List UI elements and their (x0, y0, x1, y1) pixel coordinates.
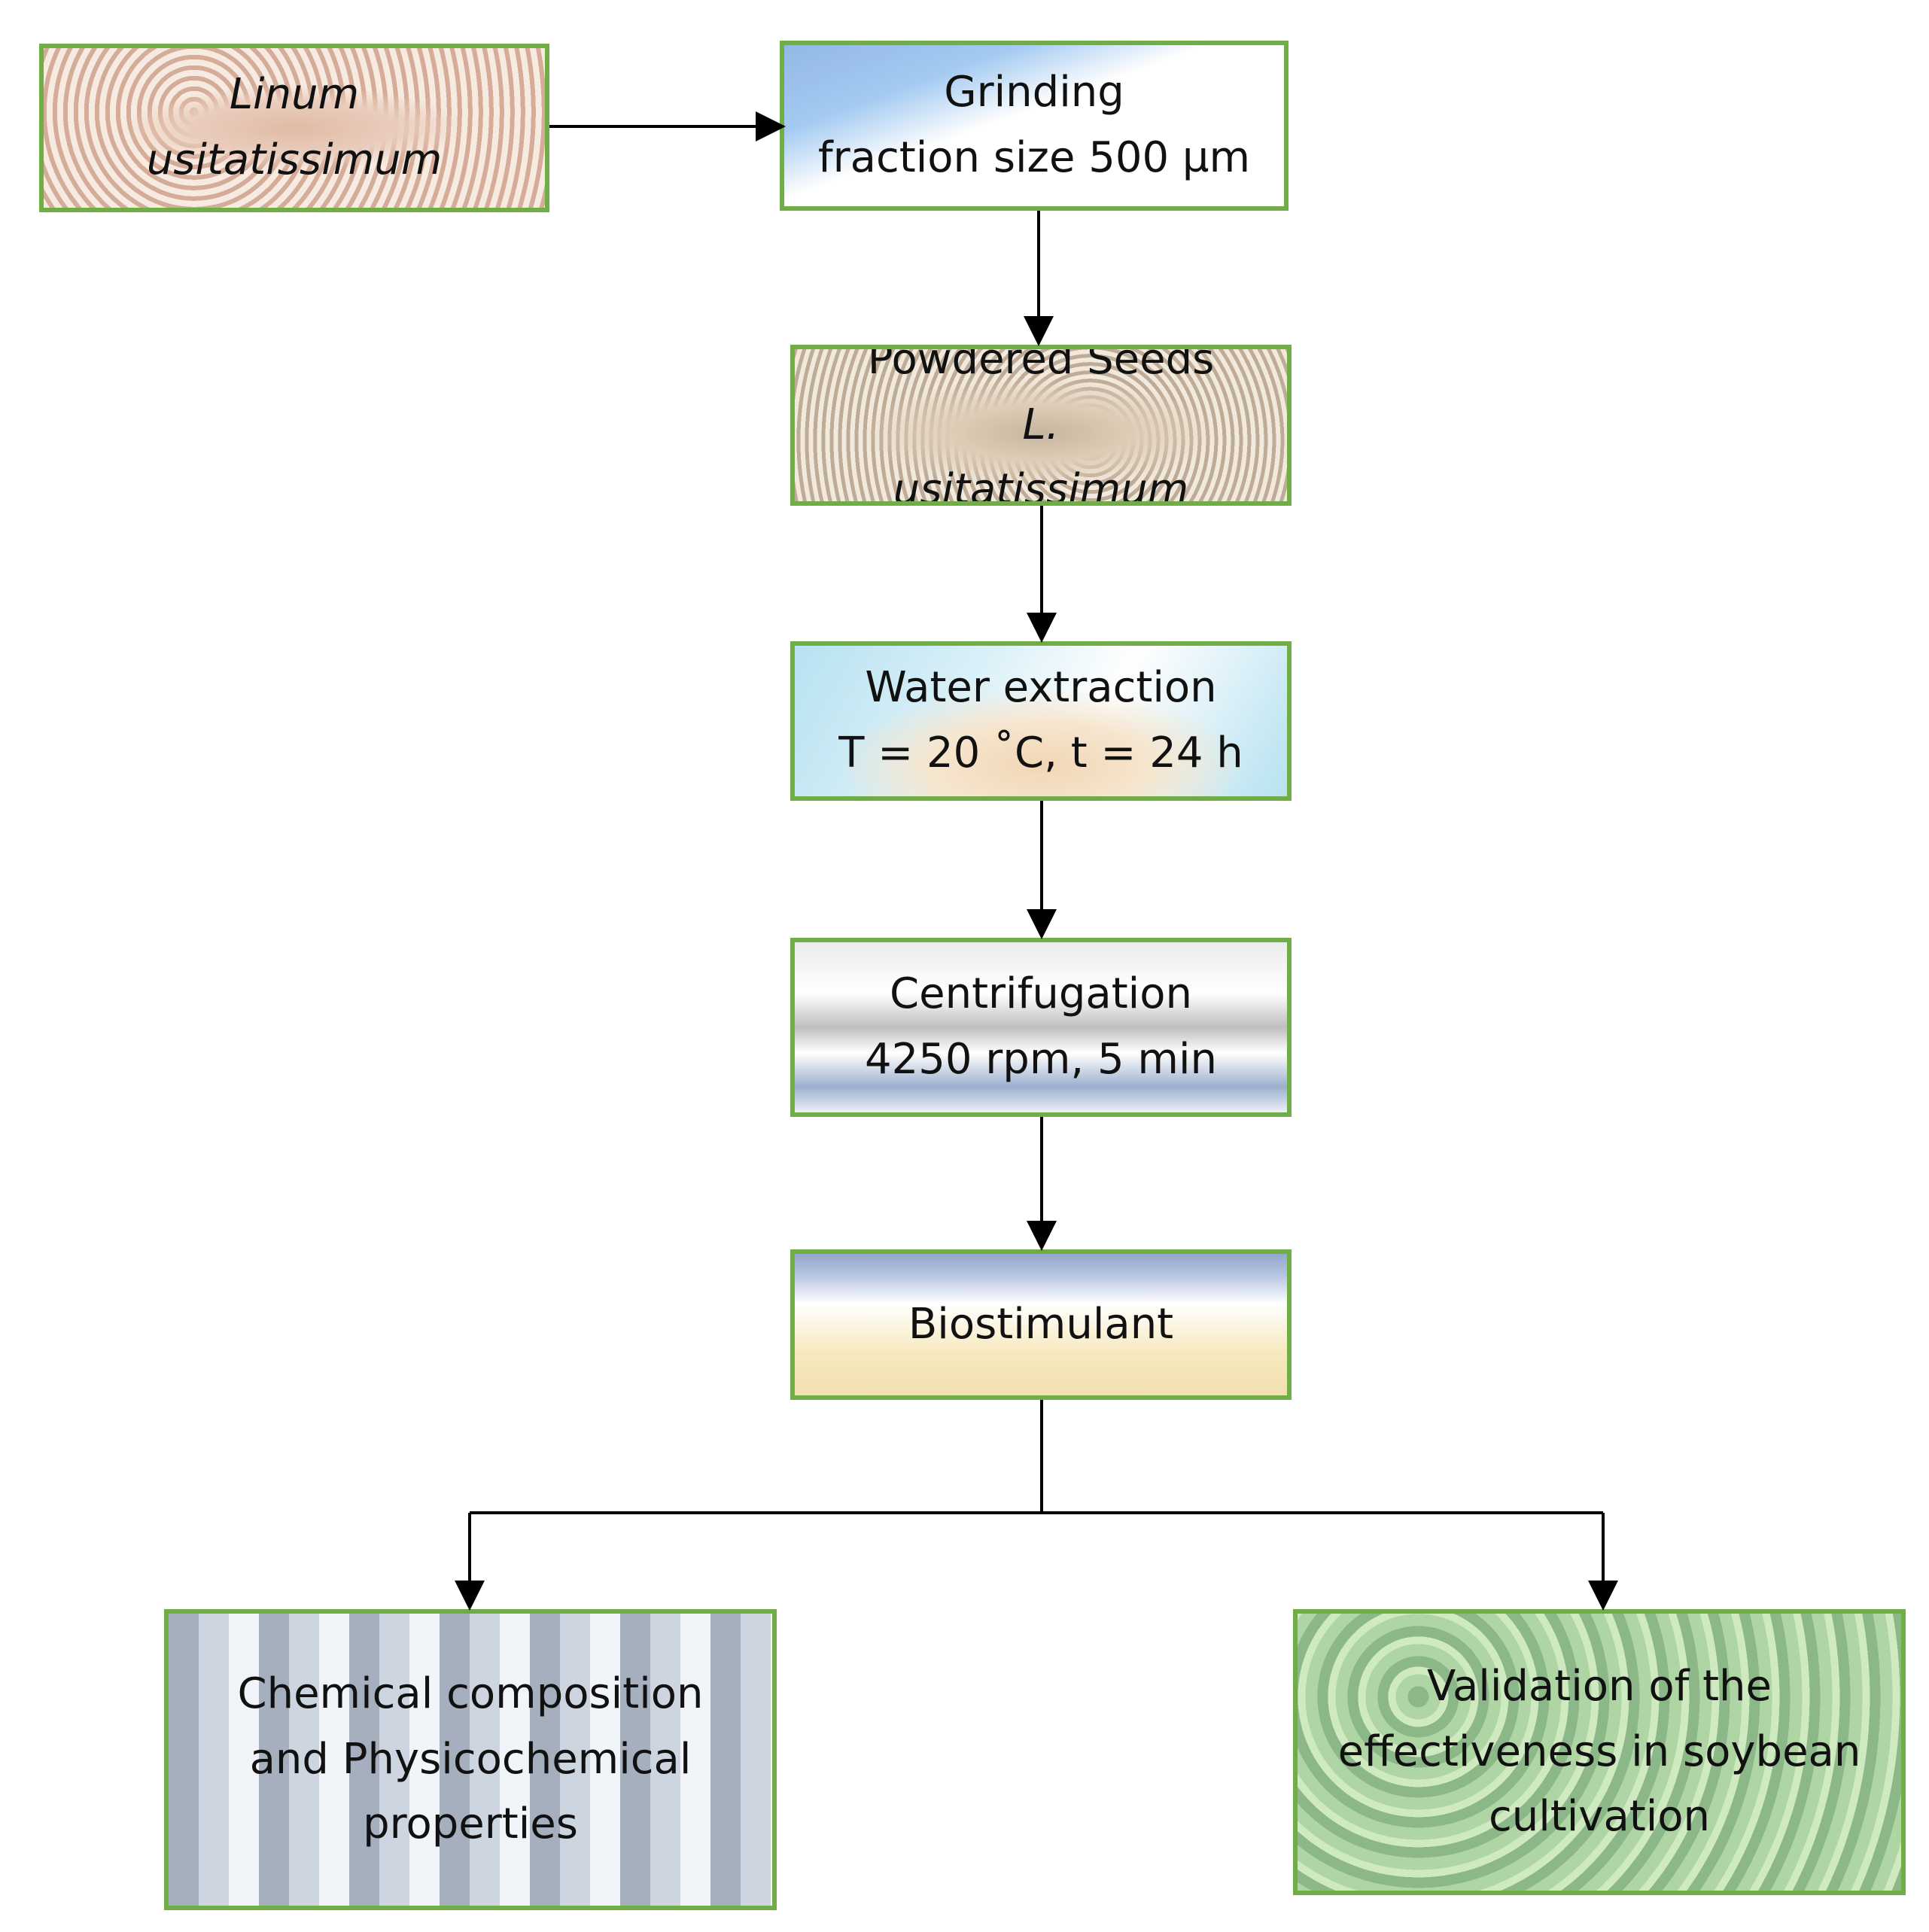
node-biostimulant: Biostimulant (790, 1249, 1292, 1400)
water-photo (795, 646, 1287, 796)
seeds-text-2: Linum (229, 70, 360, 120)
node-powdered-label: Powdered Seeds L. usitatissimum (795, 349, 1287, 501)
powdered-text-2: L. (1022, 400, 1060, 449)
validation-text-1: Validation of the (1426, 1661, 1772, 1711)
validation-text-3: cultivation (1488, 1792, 1711, 1842)
node-biostimulant-label: Biostimulant (795, 1254, 1287, 1395)
seeds-photo (44, 48, 545, 208)
lab-equipment-photo (169, 1614, 772, 1906)
node-seeds: Seeds Linum usitatissimum L. (39, 44, 549, 212)
node-grinding-label: Grinding fraction size 500 µm (784, 45, 1284, 206)
node-grinding: Grinding fraction size 500 µm (780, 41, 1289, 211)
node-validation: Validation of the effectiveness in soybe… (1293, 1609, 1906, 1895)
soybean-field-photo (1298, 1614, 1901, 1891)
grinder-photo (784, 45, 1284, 206)
chemical-text-2: and Physicochemical (249, 1734, 692, 1784)
centrifuge-photo (795, 942, 1287, 1112)
validation-text-2: effectiveness in soybean (1337, 1727, 1861, 1776)
biostimulant-photo (795, 1254, 1287, 1395)
node-centrifugation-label: Centrifugation 4250 rpm, 5 min (795, 942, 1287, 1112)
powder-photo (795, 349, 1287, 501)
powdered-text-1: Powdered Seeds (867, 345, 1215, 384)
centrifugation-text-2: 4250 rpm, 5 min (864, 1035, 1218, 1084)
powdered-text-3: usitatissimum (893, 465, 1189, 506)
node-centrifugation: Centrifugation 4250 rpm, 5 min (790, 938, 1292, 1117)
seeds-text-4: L. (147, 193, 443, 208)
centrifugation-text-1: Centrifugation (890, 969, 1192, 1019)
node-seeds-label: Seeds Linum usitatissimum L. (44, 48, 545, 208)
node-water-label: Water extraction T = 20 ˚C, t = 24 h (795, 646, 1287, 796)
node-powdered: Powdered Seeds L. usitatissimum (790, 345, 1292, 506)
water-text-1: Water extraction (865, 663, 1217, 713)
water-text-2: T = 20 ˚C, t = 24 h (838, 729, 1243, 777)
node-validation-label: Validation of the effectiveness in soybe… (1298, 1614, 1901, 1891)
seeds-text-3: usitatissimum (146, 135, 443, 184)
grinding-text-2: fraction size 500 µm (817, 133, 1251, 182)
node-chemical-composition: Chemical composition and Physicochemical… (164, 1609, 777, 1910)
node-water-extraction: Water extraction T = 20 ˚C, t = 24 h (790, 641, 1292, 801)
chemical-text-3: properties (363, 1800, 578, 1849)
node-chemical-label: Chemical composition and Physicochemical… (169, 1614, 772, 1906)
grinding-text-1: Grinding (944, 68, 1124, 117)
seeds-text-1: Seeds (230, 48, 359, 62)
biostimulant-text-1: Biostimulant (908, 1299, 1174, 1349)
chemical-text-1: Chemical composition (237, 1669, 704, 1718)
